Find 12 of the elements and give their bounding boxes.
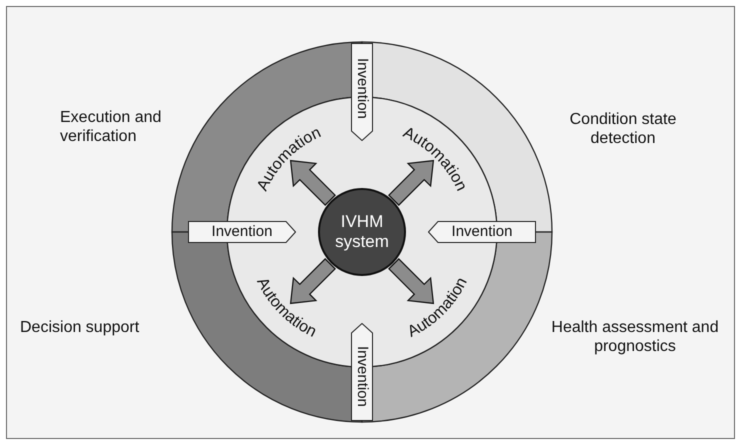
pointer-label: Invention xyxy=(188,221,296,243)
stage-label: Decision support xyxy=(20,318,170,338)
pointer-label: Invention xyxy=(428,221,536,243)
stage-label: Health assessment and prognostics xyxy=(530,318,740,356)
arrow xyxy=(290,160,336,206)
stage-label: Condition state detection xyxy=(548,110,698,148)
pointer-label: Invention xyxy=(351,323,373,421)
stage-label: Execution and verification xyxy=(60,108,195,146)
arrow xyxy=(388,258,434,304)
pointer-label: Invention xyxy=(351,43,373,141)
arrow xyxy=(290,258,336,304)
arrow xyxy=(388,160,434,206)
